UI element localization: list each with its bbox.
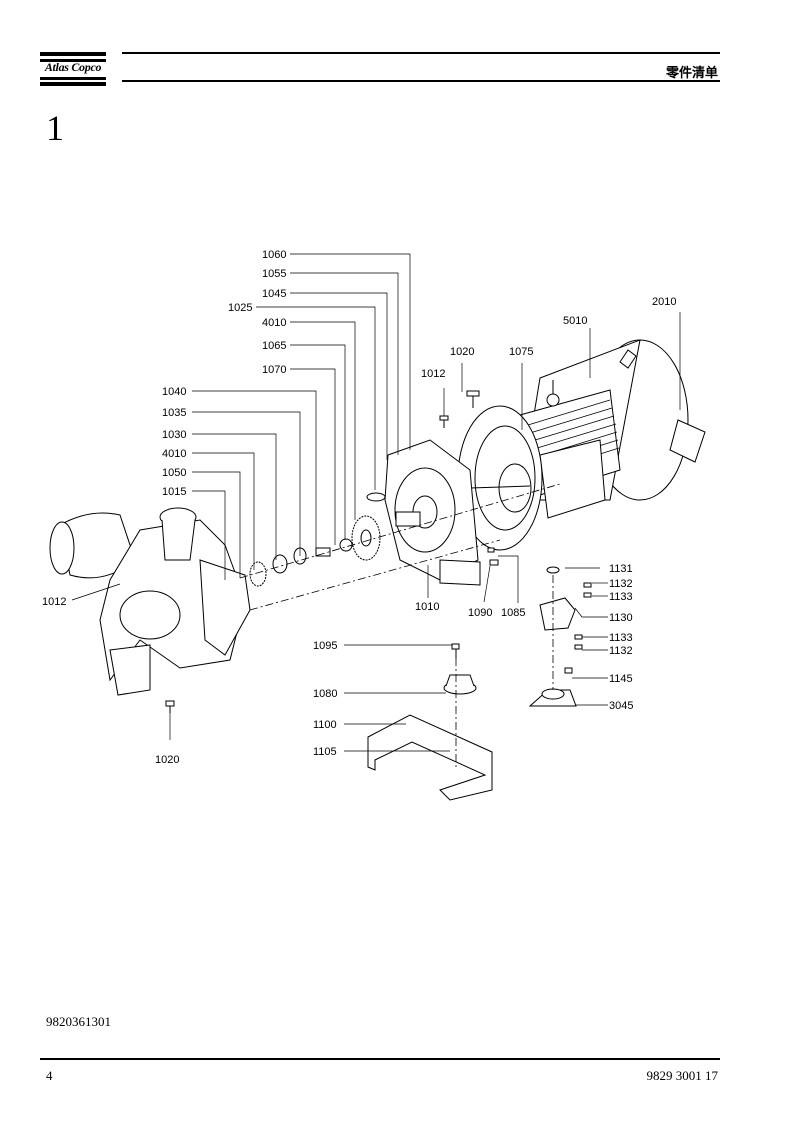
part-label: 1105 (313, 746, 337, 758)
part-labels: 1060 1055 1045 1025 4010 1065 1070 1040 … (42, 249, 676, 766)
gears-drawing (249, 492, 421, 587)
gear-housing-drawing (384, 439, 481, 586)
part-label: 1085 (501, 607, 525, 619)
part-label: 1080 (313, 688, 337, 700)
part-label: 1015 (162, 486, 186, 498)
part-label: 1060 (262, 249, 286, 261)
page-title: 零件清单 (665, 66, 718, 81)
part-label: 4010 (262, 317, 286, 329)
part-label: 1145 (609, 673, 633, 685)
page-number: 4 (46, 1068, 53, 1083)
mounts-drawing (367, 566, 577, 801)
part-label: 1055 (262, 268, 286, 280)
document-id: 9820361301 (46, 1014, 111, 1029)
part-label: 1030 (162, 429, 186, 441)
leader-lines (71, 253, 681, 752)
footer-rule (40, 1058, 720, 1060)
part-label: 1131 (609, 563, 633, 575)
part-label: 1075 (509, 346, 533, 358)
motor-drawing (519, 339, 706, 519)
header-bottom-rule (122, 80, 720, 82)
part-label: 1045 (262, 288, 286, 300)
atlas-copco-logo: Atlas Copco (40, 52, 106, 86)
part-label: 5010 (563, 315, 587, 327)
part-label: 1012 (42, 596, 66, 608)
part-label: 1133 (609, 632, 633, 644)
part-label: 3045 (609, 700, 633, 712)
part-label: 1132 (609, 645, 633, 657)
motor-flange-drawing (457, 405, 543, 551)
part-label: 1133 (609, 591, 633, 603)
part-label: 1095 (313, 640, 337, 652)
part-label: 1040 (162, 386, 186, 398)
part-label: 1050 (162, 467, 186, 479)
section-number: 1 (46, 108, 64, 148)
part-label: 2010 (652, 296, 676, 308)
part-label: 1100 (313, 719, 337, 731)
header-top-rule (122, 52, 720, 54)
part-label: 4010 (162, 448, 186, 460)
logo-text: Atlas Copco (44, 60, 102, 74)
part-label: 1070 (262, 364, 286, 376)
part-label: 1025 (228, 302, 252, 314)
compressor-drawing (49, 507, 251, 696)
part-label: 1132 (609, 578, 633, 590)
part-label: 1065 (262, 340, 286, 352)
part-label: 1010 (415, 601, 439, 613)
part-label: 1020 (155, 754, 179, 766)
part-label: 1130 (609, 612, 633, 624)
page-reference: 9829 3001 17 (646, 1068, 719, 1083)
part-label: 1035 (162, 407, 186, 419)
part-label: 1012 (421, 368, 445, 380)
part-label: 1020 (450, 346, 474, 358)
part-label: 1090 (468, 607, 492, 619)
